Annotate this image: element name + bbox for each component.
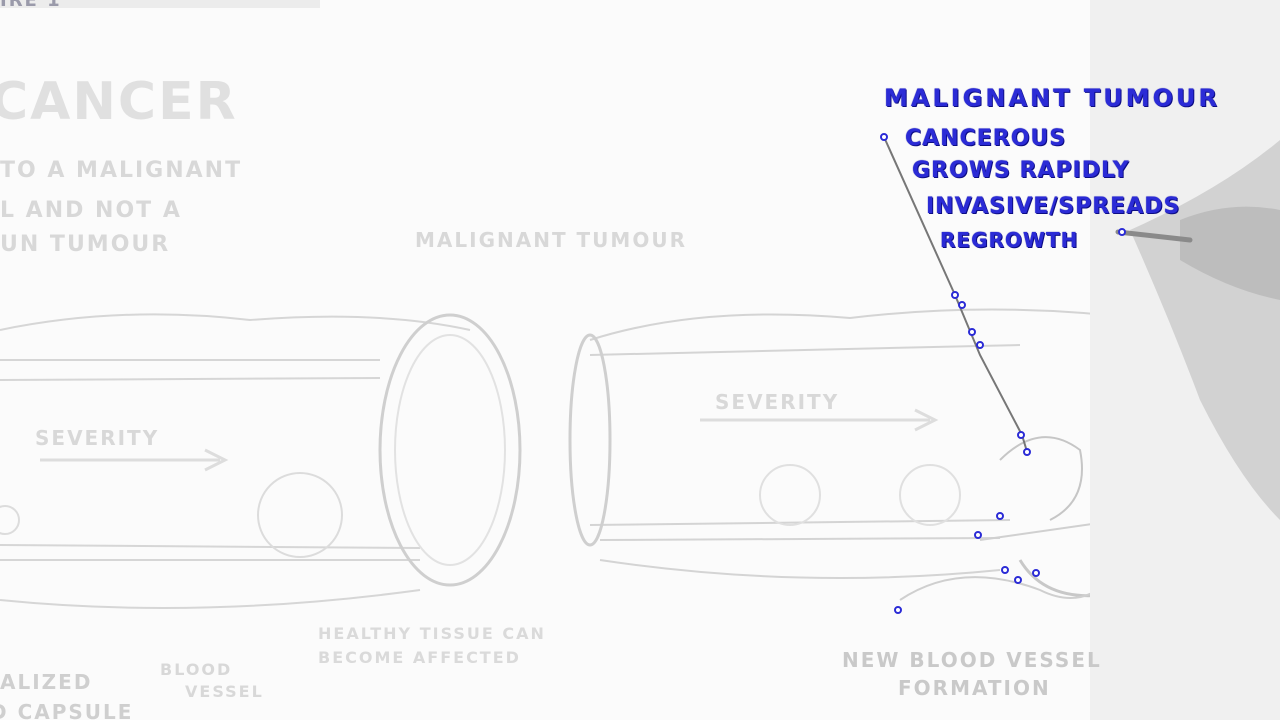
hand-holding-pen [1090,0,1280,720]
annotation-pointer-line [880,133,1126,614]
faded-line-1: TO A MALIGNANT [0,158,243,183]
faded-title-left: CANCER [0,72,238,132]
faded-label-vessel-a: BLOOD [160,660,233,679]
faded-label-tissue: HEALTHY TISSUE CAN BECOME AFFECTED [318,624,546,667]
faded-label-capsule-b: D CAPSULE [0,700,134,720]
annotation-item-2: GROWS RAPIDLY [912,158,1130,183]
faded-severity-left: SEVERITY [35,426,160,450]
corner-label: ire 1 [0,0,62,11]
faded-severity-center: SEVERITY [715,390,840,414]
annotation-item-1: CANCEROUS [905,126,1067,151]
top-strip [0,0,320,8]
faded-line-2: L AND NOT A [0,198,182,223]
left-vessel-sketch [0,313,522,609]
faded-label-vessel-b: VESSEL [185,682,264,701]
faded-title-center: MALIGNANT TUMOUR [415,228,687,252]
faded-line-3: UN TUMOUR [0,232,171,257]
faded-label-new-vessel: NEW BLOOD VESSEL [842,648,1102,672]
annotation-item-3: INVASIVE/SPREADS [926,194,1181,219]
faded-label-capsule-a: ALIZED [0,670,93,694]
annotation-item-4: REGROWTH [940,228,1079,252]
annotation-title: MALIGNANT TUMOUR [884,84,1220,112]
faded-label-formation: FORMATION [898,676,1051,700]
